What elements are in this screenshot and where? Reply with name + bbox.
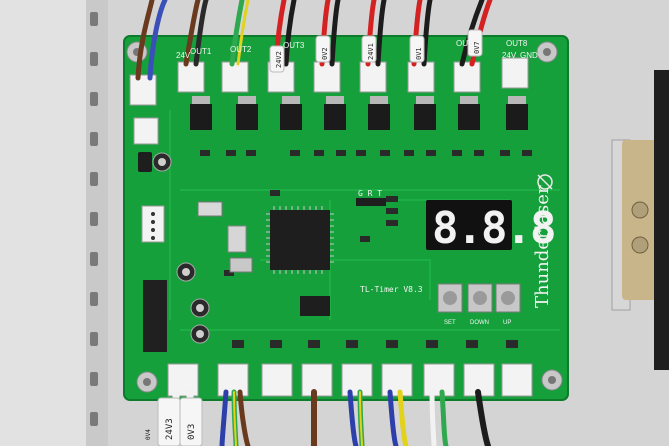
rail-slots (90, 12, 98, 426)
push-buttons (437, 283, 521, 313)
capacitors (138, 152, 210, 344)
terminal-block (622, 140, 656, 300)
sleeve-label-8: 0V4 (145, 429, 152, 440)
large-component (143, 280, 167, 352)
header-label: G R T (358, 189, 382, 198)
label-out7: OUT7 (456, 39, 478, 48)
brand-name: Thunderlaser (532, 185, 553, 308)
label-24v: 24V (176, 51, 191, 60)
oscillator (229, 257, 253, 273)
sleeve-label-4: 0V2 (321, 47, 329, 60)
display-digits: 8.8.8 (432, 203, 554, 254)
enclosure-left-panel (0, 0, 86, 446)
button-label-set: SET (444, 320, 456, 326)
switch (197, 201, 223, 217)
bottom-connectors (167, 363, 533, 397)
label-24v-b: 24V (502, 51, 517, 60)
label-out2: OUT2 (230, 45, 252, 54)
button-label-down: DOWN (470, 320, 489, 326)
sleeve-label-6: 0V1 (415, 47, 423, 60)
top-wire-sleeves (269, 29, 483, 73)
sleeve-label-3: 24V2 (275, 51, 283, 68)
sleeve-label-1: 24V3 (165, 418, 175, 440)
microcontroller-chip (270, 210, 330, 270)
label-gnd: GND (520, 51, 538, 60)
chip-pins (266, 206, 334, 274)
driver-chip (300, 296, 330, 316)
label-out1: OUT1 (190, 47, 212, 56)
button-label-up: UP (503, 320, 511, 326)
seven-segment-display (426, 200, 512, 250)
adjacent-device (654, 70, 669, 370)
bottom-sleeves (157, 397, 203, 446)
label-out8: OUT8 (506, 39, 528, 48)
crystal (227, 225, 247, 253)
mosfet-row (190, 96, 528, 130)
brand-logo-icon (537, 174, 553, 190)
sleeve-label-5: 24V1 (367, 43, 375, 60)
model-label: TL-Timer V8.3 (360, 285, 423, 294)
uart-header (356, 198, 386, 206)
sleeve-label-7: 0V7 (473, 41, 481, 54)
label-out3: OUT3 (283, 41, 305, 50)
sleeve-label-2: 0V3 (187, 424, 197, 440)
smd-components (200, 150, 532, 348)
